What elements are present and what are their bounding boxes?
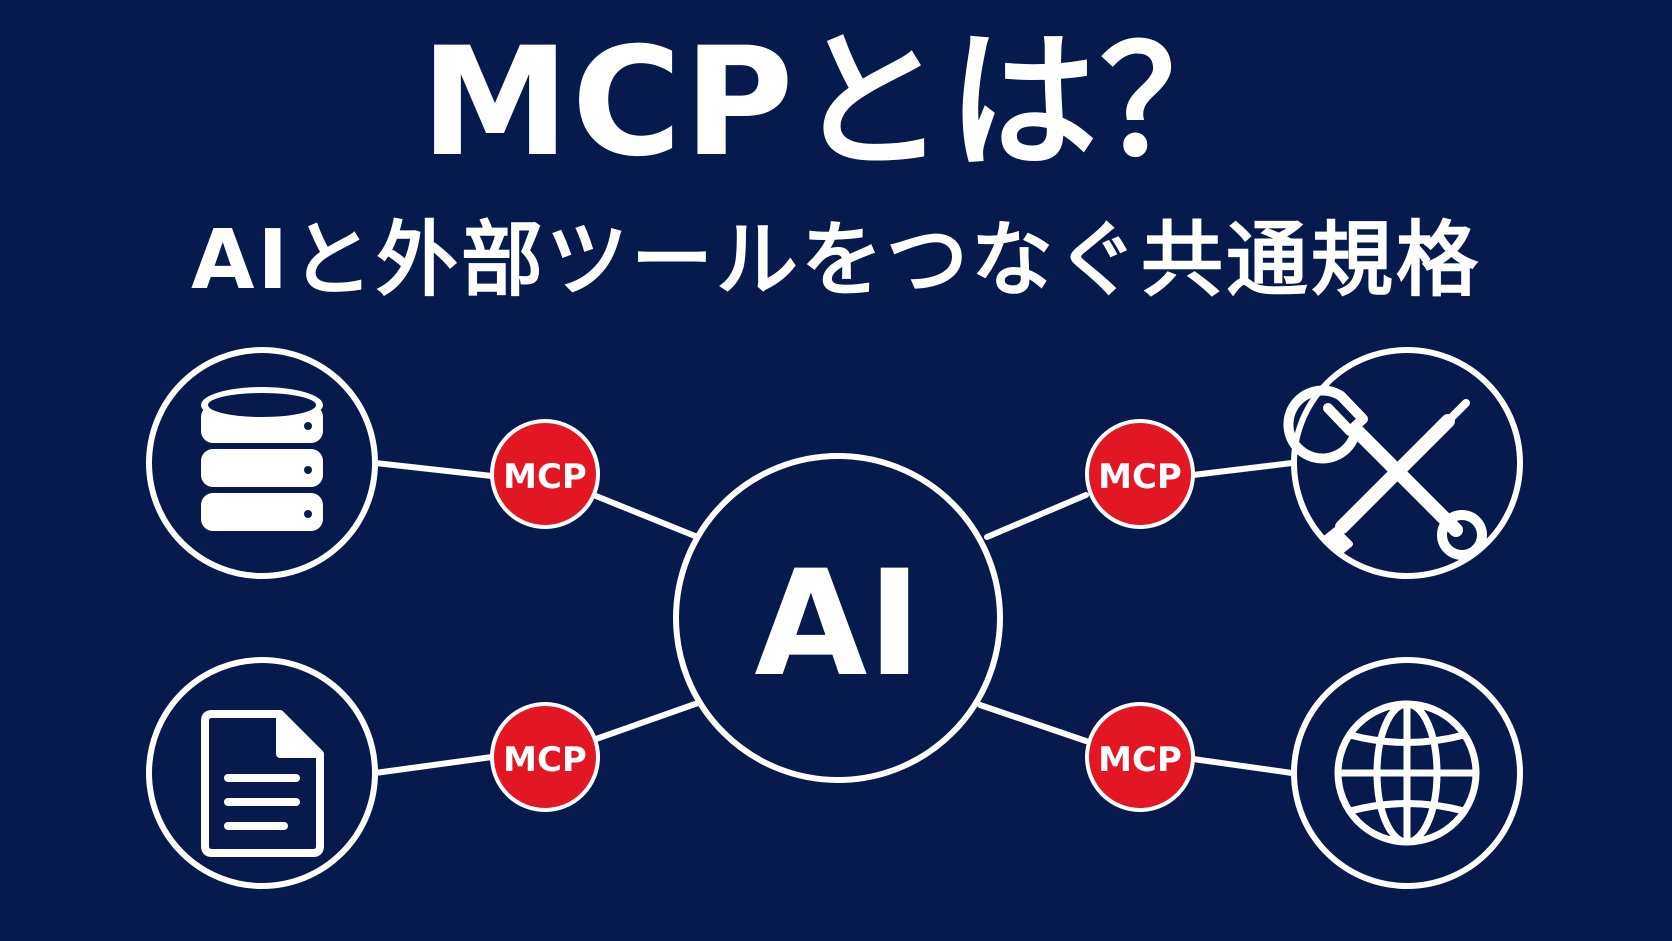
database-node [146, 347, 378, 579]
page-subtitle: AIと外部ツールをつなぐ共通規格 [191, 213, 1481, 308]
database-icon [201, 387, 323, 531]
document-icon [201, 710, 324, 857]
connection-top-right-outer [1190, 460, 1295, 478]
ai-label: AI [754, 539, 921, 709]
mcp-badges: MCP MCP MCP MCP [490, 419, 1195, 812]
page-title: MCPとは？ [420, 16, 1252, 190]
globe-icon [1334, 700, 1480, 846]
ai-circle [673, 453, 1003, 783]
connection-top-left-outer [372, 460, 495, 479]
badge-label-top-right: MCP [1098, 457, 1182, 497]
connection-bottom-right-outer [1190, 756, 1295, 776]
tools-icon [1283, 385, 1487, 560]
document-node [146, 657, 378, 889]
badge-circle [1085, 419, 1195, 529]
center-ai-node: AI [673, 453, 1003, 783]
connection-bottom-left-outer [372, 754, 495, 776]
tools-node [1291, 347, 1523, 579]
connection-bottom-left-inner [593, 700, 701, 742]
badge-label-top-left: MCP [503, 457, 587, 497]
badge-top-right: MCP [1085, 419, 1195, 529]
badge-bottom-right: MCP [1085, 702, 1195, 812]
badge-circle [1085, 702, 1195, 812]
badge-circle [490, 702, 600, 812]
connection-lines [372, 460, 1295, 776]
connection-bottom-right-inner [977, 702, 1089, 744]
globe-node [1291, 657, 1523, 889]
badge-label-bottom-left: MCP [503, 740, 587, 780]
outer-node-circles [146, 347, 1523, 889]
badge-bottom-left: MCP [490, 702, 600, 812]
connection-top-left-inner [593, 493, 698, 539]
badge-circle [490, 419, 600, 529]
connection-top-right-inner [984, 492, 1089, 540]
badge-top-left: MCP [490, 419, 600, 529]
badge-label-bottom-right: MCP [1098, 740, 1182, 780]
